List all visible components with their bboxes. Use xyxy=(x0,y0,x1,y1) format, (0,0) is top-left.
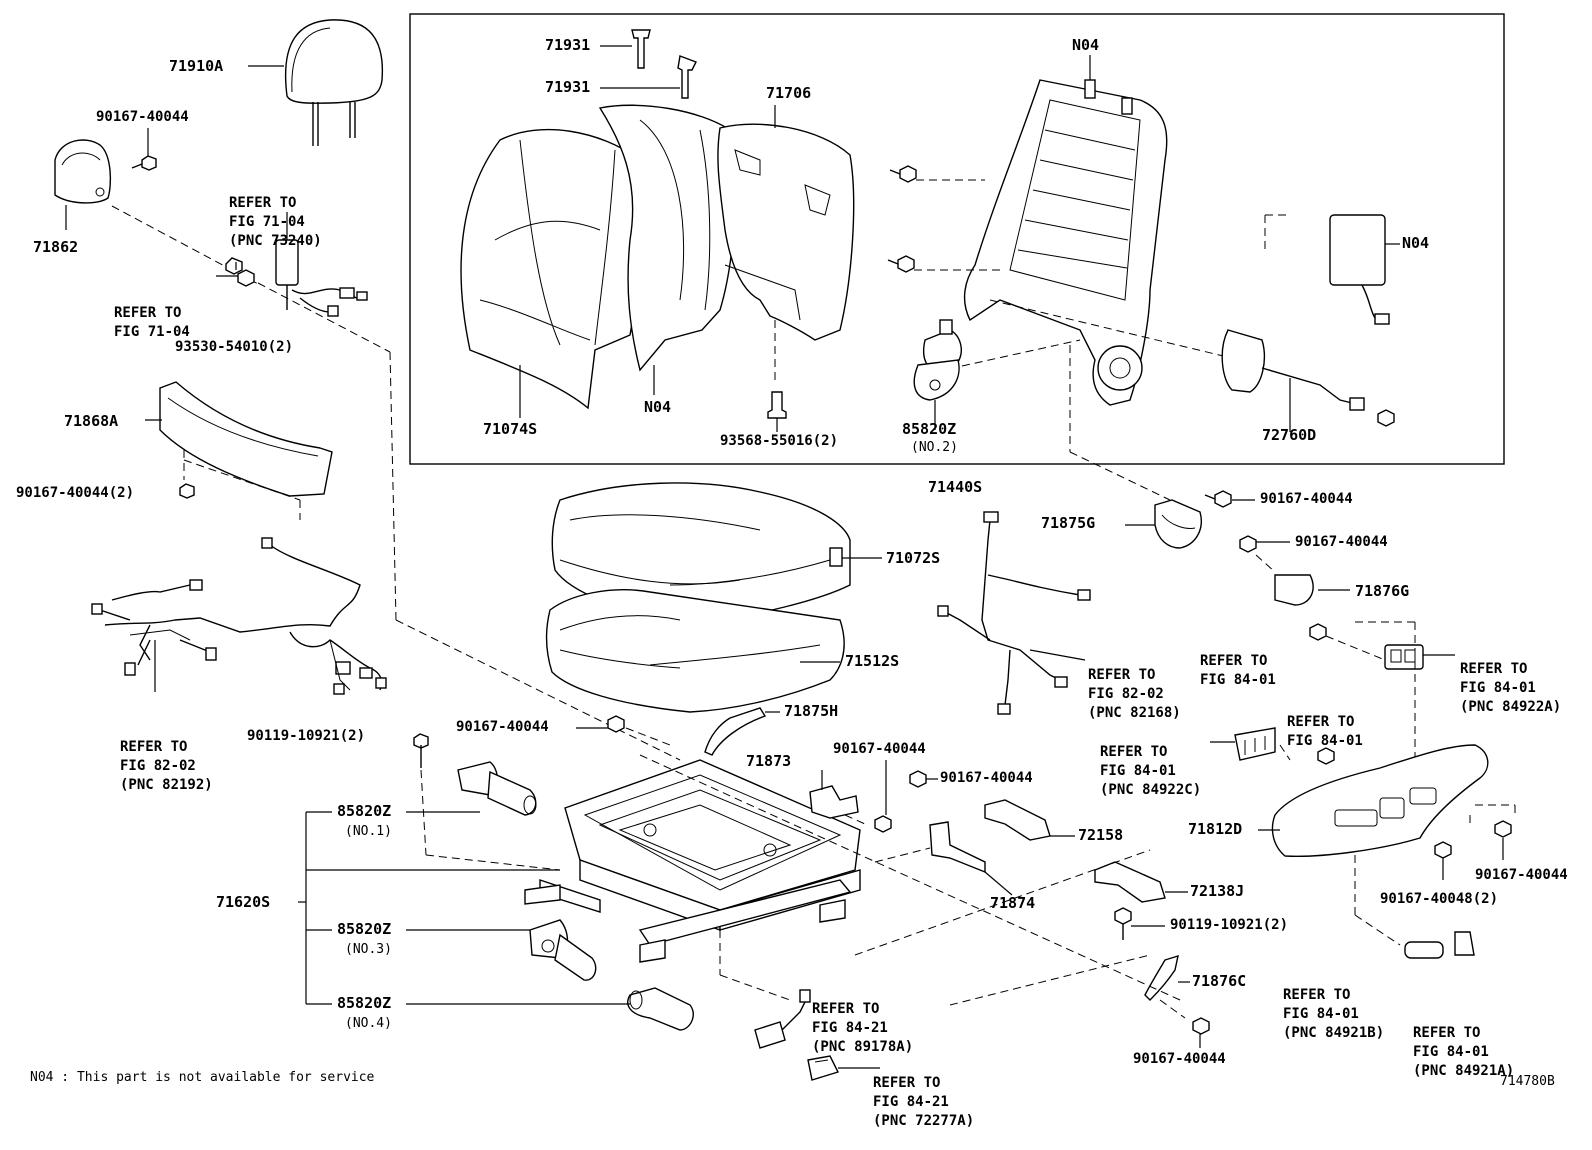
label-90119-10921-a: 90119-10921(2) xyxy=(247,728,366,744)
label-71072S: 71072S xyxy=(886,549,941,567)
cover-71876G xyxy=(1274,574,1314,606)
switch-84922C xyxy=(1234,727,1276,761)
seatback-frame-N04 xyxy=(963,79,1168,406)
label-N04-cushion: N04 xyxy=(644,398,672,416)
label-no4: (NO.4) xyxy=(345,1016,392,1031)
cover-71875G xyxy=(1154,499,1202,549)
clip-72277A xyxy=(807,1055,839,1081)
label-71875H: 71875H xyxy=(784,702,839,720)
label-72158: 72158 xyxy=(1078,826,1124,844)
label-90167-40044-c: 90167-40044 xyxy=(1295,534,1388,550)
knob-84921A xyxy=(1454,931,1475,956)
cover-72138J xyxy=(1094,861,1166,903)
label-85820Z-1: 85820Z xyxy=(337,802,392,820)
label-71876G: 71876G xyxy=(1355,582,1410,600)
headrest-71910A xyxy=(285,19,384,146)
slide-motor-85820Z-1 xyxy=(457,761,537,816)
label-71706: 71706 xyxy=(766,84,812,102)
label-71812D: 71812D xyxy=(1188,820,1243,838)
figure-id: 714780B xyxy=(1500,1074,1555,1089)
seatback-cover-71074S xyxy=(460,128,645,410)
height-motor-85820Z-3 xyxy=(529,919,597,981)
seatbelt-buckle xyxy=(275,239,368,317)
wire-harness-82192 xyxy=(91,537,387,695)
label-93530-54010: 93530-54010(2) xyxy=(175,339,294,355)
side-airbag-N04 xyxy=(1329,214,1390,325)
cushion-pad-71512S xyxy=(545,589,845,713)
label-no3: (NO.3) xyxy=(345,942,392,957)
label-93568-55016: 93568-55016(2) xyxy=(720,433,839,449)
label-85820Z-4: 85820Z xyxy=(337,994,392,1012)
label-72138J: 72138J xyxy=(1190,882,1245,900)
label-71873: 71873 xyxy=(746,752,792,770)
label-90167-40044-b: 90167-40044 xyxy=(1260,491,1353,507)
bracket-71874 xyxy=(929,821,986,874)
label-90167-40044-e: 90167-40044 xyxy=(833,741,926,757)
switch-84922A xyxy=(1384,644,1424,670)
tilt-motor-85820Z-4 xyxy=(627,987,694,1031)
label-N04-airbag: N04 xyxy=(1402,234,1430,252)
label-no2: (NO.2) xyxy=(911,440,958,455)
label-90119-10921-b: 90119-10921(2) xyxy=(1170,917,1289,933)
label-71876C: 71876C xyxy=(1192,972,1247,990)
label-71620S: 71620S xyxy=(216,893,271,911)
label-85820Z-3: 85820Z xyxy=(337,920,392,938)
recliner-motor-85820Z xyxy=(913,319,962,401)
label-no1: (NO.1) xyxy=(345,824,392,839)
label-71931-a: 71931 xyxy=(545,36,591,54)
label-90167-40048: 90167-40048(2) xyxy=(1380,891,1499,907)
back-board-71706 xyxy=(717,123,855,341)
label-N04-frame: N04 xyxy=(1072,36,1100,54)
label-71512S: 71512S xyxy=(845,652,900,670)
label-71931-b: 71931 xyxy=(545,78,591,96)
label-71875G: 71875G xyxy=(1041,514,1096,532)
label-71862: 71862 xyxy=(33,238,79,256)
label-90167-40044-f: 90167-40044 xyxy=(940,770,1033,786)
label-90167-40044-d: 90167-40044 xyxy=(456,719,549,735)
seat-track-frame-71620S xyxy=(524,759,861,963)
label-90167-40044-a: 90167-40044 xyxy=(96,109,189,125)
label-90167-40044-g: 90167-40044 xyxy=(1475,867,1568,883)
label-71910A: 71910A xyxy=(169,57,224,75)
label-85820Z-2: 85820Z xyxy=(902,420,957,438)
lumbar-adjuster-72760D xyxy=(1221,329,1395,427)
bracket-71873 xyxy=(809,785,859,819)
footnote: N04 : This part is not available for ser… xyxy=(30,1070,375,1085)
cover-71876C xyxy=(1144,954,1179,1001)
label-71868A: 71868A xyxy=(64,412,119,430)
trim-71868A xyxy=(159,381,333,497)
label-90167-40044-h: 90167-40044 xyxy=(1133,1051,1226,1067)
label-71874: 71874 xyxy=(990,894,1036,912)
cover-72158 xyxy=(984,799,1051,841)
label-71440S: 71440S xyxy=(928,478,983,496)
label-71074S: 71074S xyxy=(483,420,538,438)
side-cover-71862 xyxy=(54,139,112,204)
knob-84921B xyxy=(1404,941,1444,959)
seatback-group-box xyxy=(409,13,1505,465)
back-cushion-N04 xyxy=(598,104,736,372)
label-72760D: 72760D xyxy=(1262,426,1317,444)
bracket-71875H xyxy=(704,707,767,756)
diagram-drawing xyxy=(54,13,1516,1081)
clips-71931 xyxy=(631,29,697,99)
side-shield-71812D xyxy=(1271,744,1489,857)
label-90167-40044-2: 90167-40044(2) xyxy=(16,485,135,501)
wire-harness-82168 xyxy=(937,511,1091,715)
connector-89178A xyxy=(754,989,811,1049)
